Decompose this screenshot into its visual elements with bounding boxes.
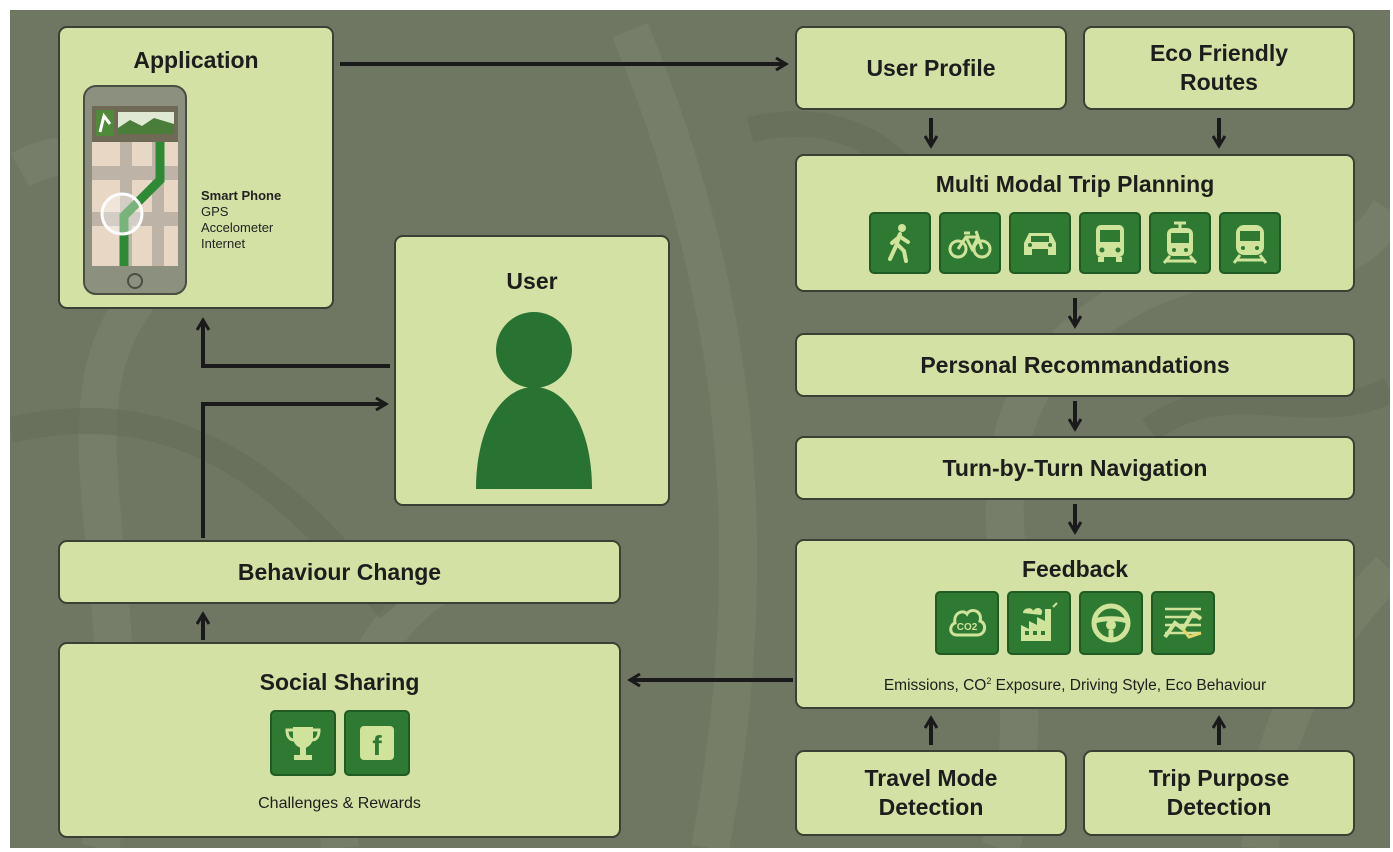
application-box: Application S bbox=[58, 26, 334, 309]
co2-glyph: CO2 bbox=[957, 622, 978, 633]
feedback-caption-sup: 2 bbox=[986, 676, 992, 686]
feedback-box: Feedback CO2 Emissions, CO2 Exposure, Dr… bbox=[795, 539, 1355, 709]
trip-planning-title: Multi Modal Trip Planning bbox=[935, 171, 1215, 197]
feature-internet: Internet bbox=[201, 236, 246, 251]
recommendations-box: Personal Recommandations bbox=[795, 333, 1355, 397]
user-box: User bbox=[394, 235, 670, 506]
car-icon bbox=[1009, 212, 1071, 274]
transport-mode-icons bbox=[797, 212, 1353, 274]
navigation-box: Turn-by-Turn Navigation bbox=[795, 436, 1355, 500]
eco-routes-box: Eco Friendly Routes bbox=[1083, 26, 1355, 110]
travel-mode-line1: Travel Mode bbox=[864, 765, 998, 791]
feedback-icons: CO2 bbox=[797, 591, 1353, 655]
application-title: Application bbox=[133, 47, 259, 73]
user-avatar-icon bbox=[476, 312, 592, 489]
recommendations-label: Personal Recommandations bbox=[920, 351, 1230, 378]
user-profile-box: User Profile bbox=[795, 26, 1067, 110]
feedback-title: Feedback bbox=[1021, 556, 1129, 582]
feature-accelerometer: Accelometer bbox=[201, 220, 274, 235]
social-sharing-box: Social Sharing f Challenges & Rewards bbox=[58, 642, 621, 838]
smartphone-label: Smart Phone bbox=[201, 188, 282, 203]
smartphone-icon bbox=[82, 84, 188, 296]
eco-routes-line2: Routes bbox=[1180, 69, 1258, 95]
feedback-caption: Emissions, CO2 Exposure, Driving Style, … bbox=[797, 671, 1353, 696]
travel-mode-line2: Detection bbox=[878, 794, 984, 820]
user-title: User bbox=[506, 268, 558, 294]
facebook-icon: f bbox=[343, 710, 410, 776]
social-icons: f bbox=[60, 710, 619, 776]
co2-exposure-icon bbox=[1007, 591, 1071, 655]
bus-icon bbox=[1079, 212, 1141, 274]
facebook-glyph: f bbox=[372, 730, 382, 761]
walk-icon bbox=[869, 212, 931, 274]
behaviour-change-box: Behaviour Change bbox=[58, 540, 621, 604]
travel-mode-box: Travel Mode Detection bbox=[795, 750, 1067, 836]
behaviour-change-label: Behaviour Change bbox=[237, 558, 442, 585]
smartphone-feature-list: Smart Phone GPS Accelometer Internet bbox=[201, 188, 281, 252]
trip-planning-box: Multi Modal Trip Planning bbox=[795, 154, 1355, 292]
feedback-caption-part2: Exposure, Driving Style, Eco Behaviour bbox=[991, 677, 1267, 695]
eco-behaviour-chart-icon bbox=[1151, 591, 1215, 655]
navigation-label: Turn-by-Turn Navigation bbox=[942, 454, 1208, 481]
trip-purpose-line2: Detection bbox=[1166, 794, 1272, 820]
co2-icon: CO2 bbox=[935, 591, 999, 655]
bike-icon bbox=[939, 212, 1001, 274]
social-sharing-caption: Challenges & Rewards bbox=[258, 795, 421, 812]
steering-wheel-icon bbox=[1079, 591, 1143, 655]
trip-purpose-line1: Trip Purpose bbox=[1148, 765, 1290, 791]
train-icon bbox=[1219, 212, 1281, 274]
feature-gps: GPS bbox=[201, 204, 229, 219]
user-profile-label: User Profile bbox=[866, 54, 996, 81]
trip-purpose-box: Trip Purpose Detection bbox=[1083, 750, 1355, 836]
trophy-icon bbox=[269, 710, 336, 776]
eco-routes-line1: Eco Friendly bbox=[1149, 40, 1289, 66]
social-sharing-title: Social Sharing bbox=[259, 669, 420, 695]
tram-icon bbox=[1149, 212, 1211, 274]
feedback-caption-part1: Emissions, CO bbox=[883, 677, 987, 695]
